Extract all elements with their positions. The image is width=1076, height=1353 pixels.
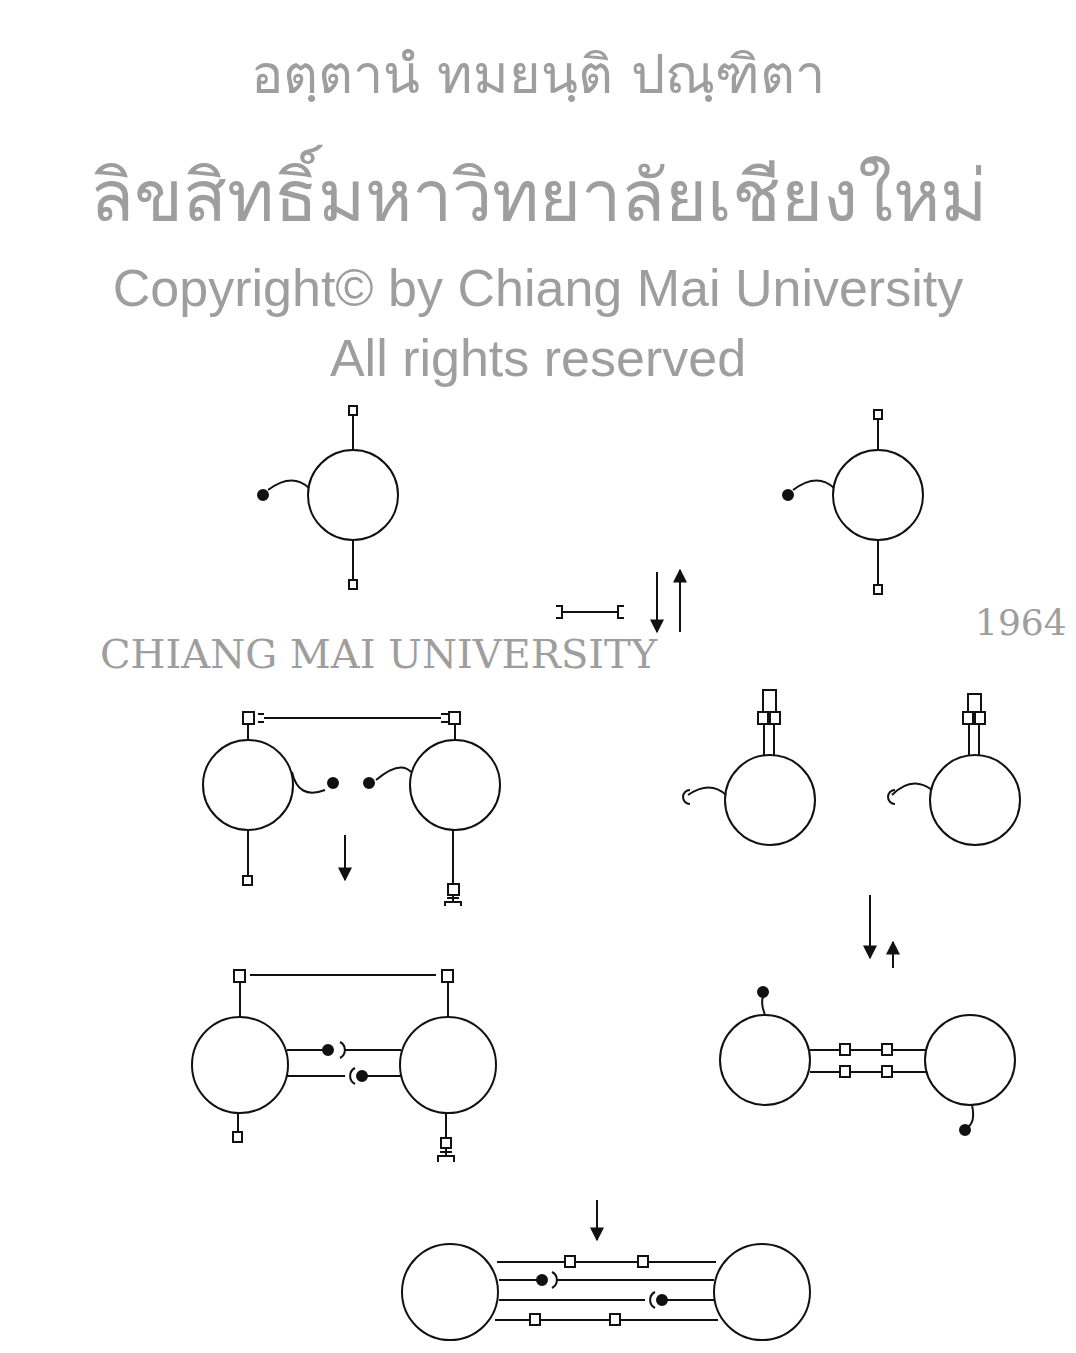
reaction-arrow <box>892 942 894 968</box>
particle <box>258 406 398 589</box>
watermark-motto: อตฺตานํ ทมยนฺติ ปณฺฑิตา <box>251 40 824 110</box>
reaction-arrow <box>656 572 658 632</box>
particle-pair <box>203 712 500 906</box>
watermark-copyright: Copyright© by Chiang Mai University <box>113 255 963 323</box>
crosslinker <box>556 606 624 618</box>
reaction-arrow <box>596 1200 598 1240</box>
particle-pair <box>720 987 1015 1135</box>
watermark-copyright: ลิขสิทธิ์มหาวิทยาลัยเชียงใหม่ <box>90 150 987 244</box>
reaction-arrow <box>679 570 681 632</box>
reaction-arrow <box>344 835 346 880</box>
watermark-year: 1964 <box>975 600 1067 647</box>
watermark-university: CHIANG MAI UNIVERSITY <box>100 628 657 680</box>
watermark-rights: All rights reserved <box>330 325 746 393</box>
reaction-arrow <box>869 895 871 958</box>
particle <box>783 410 923 594</box>
particle-pair <box>192 970 496 1162</box>
particle-pair <box>683 690 1020 845</box>
particle-pair <box>402 1244 810 1340</box>
